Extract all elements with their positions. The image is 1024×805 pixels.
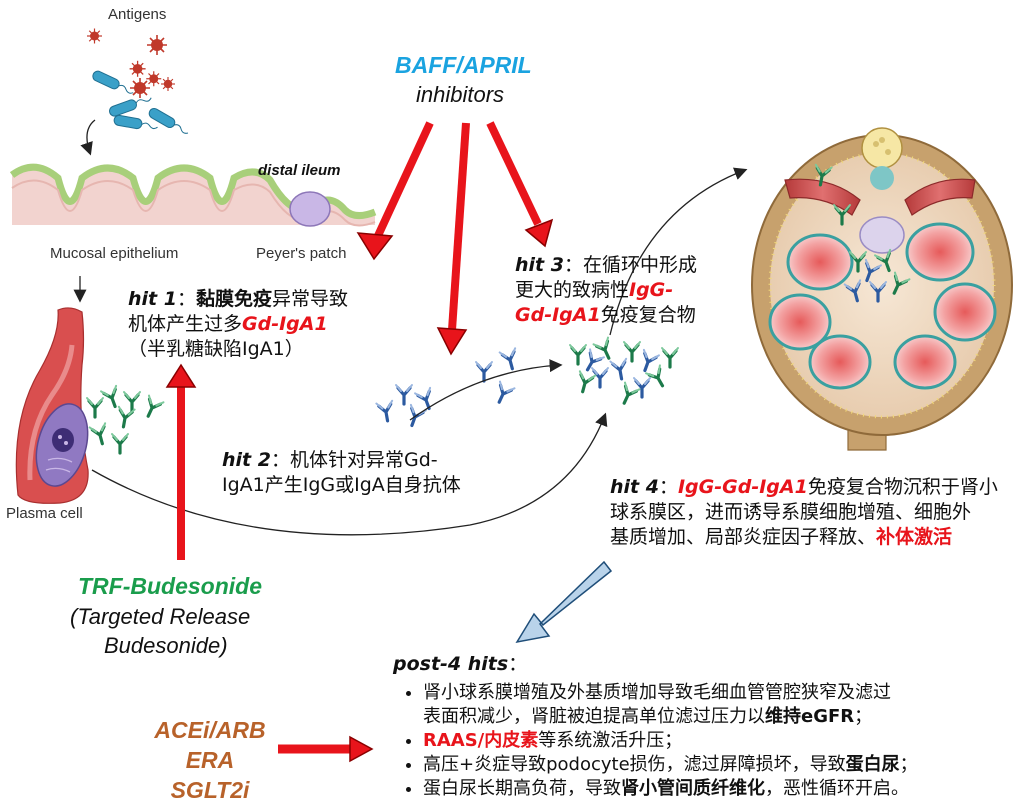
hit1-text: hit 1：黏膜免疫异常导致 机体产生过多Gd-IgA1 （半乳糖缺陷IgA1） [128,287,398,362]
hit4-text2: 球系膜区，进而诱导系膜细胞增殖、细胞外 [610,501,972,523]
hit3-colon: ： [563,254,583,276]
glomerulus-graphic [751,127,1013,451]
acei-group: ACEi/ARB ERA SGLT2i [140,715,280,805]
hit4-text: hit 4：IgG-Gd-IgA1免疫复合物沉积于肾小 球系膜区，进而诱导系膜细… [610,475,1020,550]
hit3-text2: 更大的致病性 [515,279,630,301]
hit4-tag: hit 4 [610,476,659,498]
trf-sub1: (Targeted Release [70,604,251,629]
hit1-text1: 异常导致 [272,288,349,310]
hit2-tag: hit 2 [222,449,271,471]
sglt2-label: SGLT2i [170,777,250,803]
immune-complexes [568,335,680,409]
hit1-text2: 机体产生过多 [128,313,243,335]
hit4-red: IgG-Gd-IgA1 [677,476,808,498]
secreted-antibodies [85,384,166,455]
hit1-red: Gd-IgA1 [242,313,328,335]
plasma-cell-label: Plasma cell [6,505,83,522]
post4-bullet-3: 高压+炎症导致podocyte损伤，滤过屏障损坏，导致蛋白尿； [423,753,1023,777]
post4-colon: ： [508,653,528,675]
hit2-colon: ： [270,449,290,471]
mucosal-epithelium-label: Mucosal epithelium [50,245,179,262]
inhibitors-label: inhibitors [416,82,505,107]
hit1-colon: ： [176,288,196,310]
acei-label: ACEi/ARB [154,717,266,743]
antigens-label: Antigens [108,6,167,23]
hit3-text: hit 3：在循环中形成 更大的致病性IgG- Gd-IgA1免疫复合物 [515,253,755,328]
hit2-text1: 机体针对异常Gd- [289,449,438,471]
hit2-text2: IgA1产生IgG或IgA自身抗体 [222,474,461,496]
hit1-text3: （半乳糖缺陷IgA1） [128,338,304,360]
post4-bullet-1: 肾小球系膜增殖及外基质增加导致毛细血管管腔狭窄及滤过表面积减少，肾脏被迫提高单位… [423,681,1023,729]
hit3-text1: 在循环中形成 [582,254,697,276]
hit3-tag: hit 3 [515,254,564,276]
hit3-text3: 免疫复合物 [600,304,696,326]
trf-sub2: Budesonide) [104,633,228,658]
post4-bullet-4: 蛋白尿长期高负荷，导致肾小管间质纤维化，恶性循环开启。 [423,777,1023,801]
hit1-tag: hit 1 [128,288,177,310]
post4-bullet-2: RAAS/内皮素等系统激活升压； [423,729,1023,753]
hit4-colon: ： [658,476,678,498]
mucosa-strip [9,163,377,227]
baff-april-label: BAFF/APRIL [395,52,532,78]
post4-block: post-4 hits： 肾小球系膜增殖及外基质增加导致毛细血管管腔狭窄及滤过表… [393,652,1023,801]
hit1-bold: 黏膜免疫 [195,288,272,310]
hit4-text1: 免疫复合物沉积于肾小 [807,476,998,498]
distal-ileum-label: distal ileum [258,162,341,179]
hit3-red1: IgG- [629,279,674,301]
hit2-text: hit 2：机体针对异常Gd- IgA1产生IgG或IgA自身抗体 [222,448,512,498]
hit4-text3: 基质增加、局部炎症因子释放、 [610,526,877,548]
antigens-cluster [86,27,191,138]
post4-title: post-4 hits [393,653,509,675]
plasma-cell-graphic [15,307,89,504]
hit4-red-end: 补体激活 [876,526,953,548]
blue-arrow [515,560,613,644]
red-arrows [165,121,554,763]
peyers-patch-label: Peyer's patch [256,245,347,262]
era-label: ERA [185,747,235,773]
hit3-red2: Gd-IgA1 [515,304,601,326]
trf-budesonide-label: TRF-Budesonide [78,573,262,599]
